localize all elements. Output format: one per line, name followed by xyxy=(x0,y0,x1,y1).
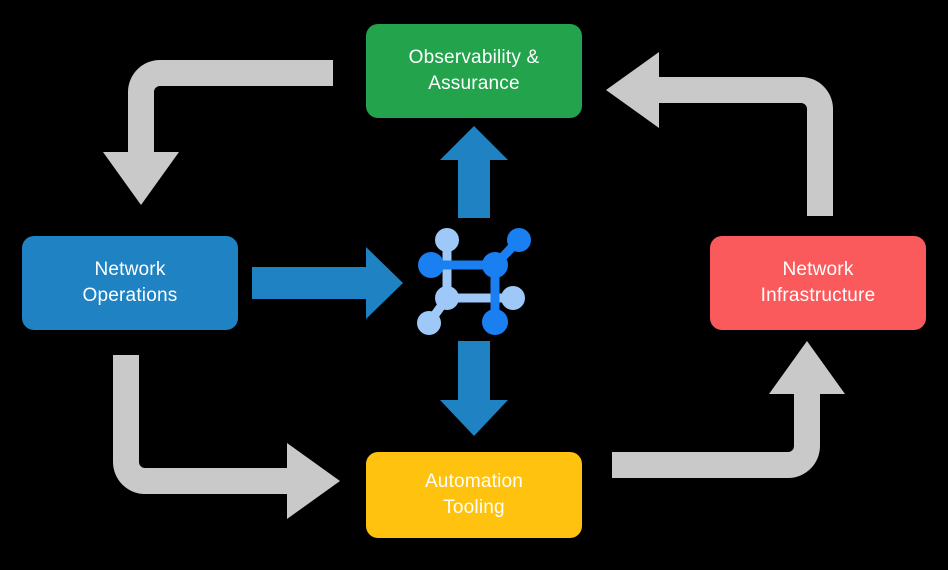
connector-hub-to-observability xyxy=(440,126,508,218)
connector-hub-to-automation xyxy=(440,341,508,436)
node-observability-assurance[interactable]: Observability & Assurance xyxy=(366,24,582,118)
node-network-operations[interactable]: Network Operations xyxy=(22,236,238,330)
network-nodes-secondary xyxy=(417,228,525,335)
connector-observability-to-operations xyxy=(103,60,333,205)
network-nodes-primary xyxy=(418,228,531,335)
connector-infrastructure-to-observability xyxy=(606,52,833,216)
connector-automation-to-infrastructure xyxy=(612,341,845,478)
connector-operations-to-hub xyxy=(252,247,403,319)
connector-operations-to-automation xyxy=(113,355,340,519)
network-topology-icon xyxy=(417,228,531,335)
node-network-infrastructure[interactable]: Network Infrastructure xyxy=(710,236,926,330)
node-automation-tooling[interactable]: Automation Tooling xyxy=(366,452,582,538)
